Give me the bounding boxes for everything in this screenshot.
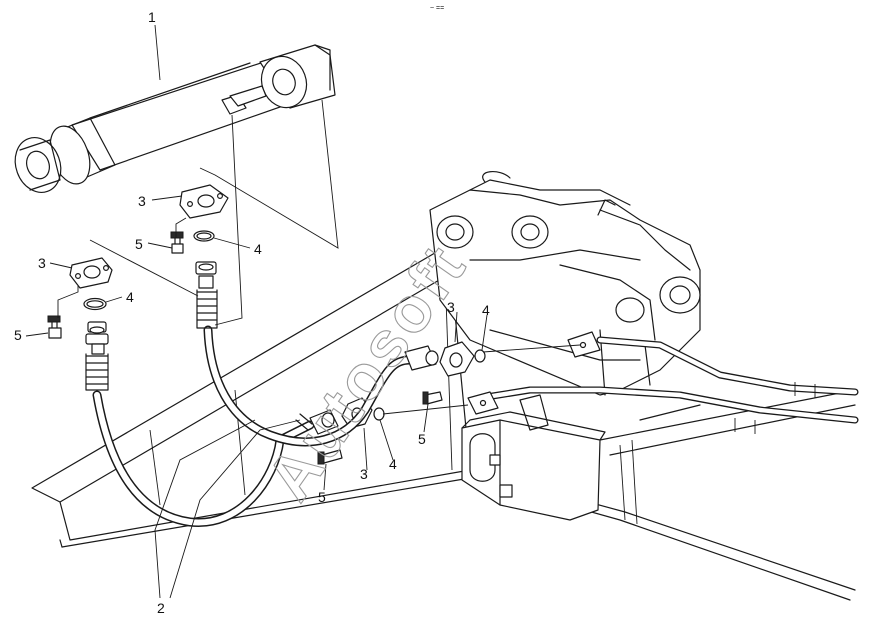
callout-3-flange-lower: 3 <box>360 466 368 482</box>
flange-mid <box>439 341 475 377</box>
projection-lines <box>89 99 339 326</box>
flange-upper <box>179 184 229 219</box>
callout-5-bolt-mid: 5 <box>418 431 426 447</box>
callout-3-flange-left: 3 <box>38 255 46 271</box>
callout-5-bolt-upper: 5 <box>135 236 143 252</box>
callout-5-bolt-lower: 5 <box>318 489 326 505</box>
callout-4-o-ring-lower: 4 <box>389 456 397 472</box>
mounting-block <box>461 394 606 521</box>
hydraulic-cylinder <box>14 44 336 193</box>
callout-4-o-ring-mid: 4 <box>482 302 490 318</box>
callout-4-o-ring-upper: 4 <box>254 241 262 257</box>
callout-1-cylinder: 1 <box>148 9 156 25</box>
bolts <box>47 231 443 465</box>
callout-3-flange-mid: 3 <box>447 299 455 315</box>
o-rings <box>83 230 486 421</box>
hydraulic-pipes <box>467 331 859 434</box>
callout-labels: 1 3 5 4 3 4 5 3 4 5 3 4 5 2 <box>14 9 490 616</box>
hose-assemblies <box>85 261 439 527</box>
callout-3-flange-upper: 3 <box>138 193 146 209</box>
callout-4-o-ring-left: 4 <box>126 289 134 305</box>
flange-left <box>69 257 113 289</box>
callout-2-hose: 2 <box>157 600 165 616</box>
callout-5-bolt-left: 5 <box>14 327 22 343</box>
corner-mark: ~ == <box>430 5 444 12</box>
leader-lines <box>25 24 581 599</box>
